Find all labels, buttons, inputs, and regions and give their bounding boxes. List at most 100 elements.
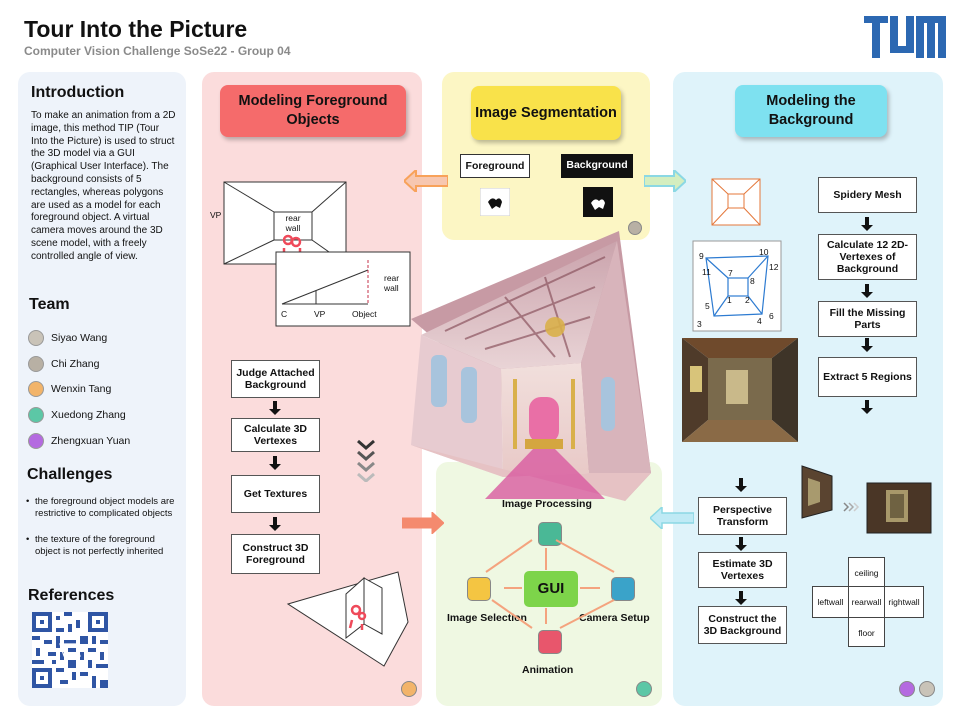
mesh-number: 5 [705, 301, 710, 311]
left-arrow-icon [650, 507, 694, 529]
step-calculate-12-vertexes: Calculate 12 2D-Vertexes of Background [818, 234, 917, 280]
3d-scene-image [411, 231, 651, 501]
chevrons-right-icon [843, 502, 860, 512]
qr-code[interactable] [32, 612, 108, 688]
step-get-textures: Get Textures [231, 475, 320, 513]
down-arrow [861, 400, 873, 414]
left-arrow-icon [404, 170, 448, 192]
step-perspective-transform: Perspective Transform [698, 497, 787, 535]
mesh-number: 1 [727, 295, 732, 305]
challenges-title: Challenges [27, 466, 113, 483]
image-selection-icon[interactable] [467, 577, 491, 601]
down-arrow [735, 537, 747, 551]
axis-object-label: Object [352, 309, 377, 319]
down-arrow [269, 456, 281, 470]
avatar [636, 681, 652, 697]
page-subtitle: Computer Vision Challenge SoSe22 - Group… [24, 44, 291, 58]
sidebar-panel [18, 72, 186, 706]
background-header: Modeling the Background [735, 85, 887, 137]
gui-connector-arrows [485, 539, 615, 629]
chevrons-down-icon [357, 439, 375, 482]
avatar [28, 407, 44, 423]
member-name: Wenxin Tang [51, 383, 112, 395]
image-selection-label: Image Selection [447, 612, 527, 624]
avatar [28, 433, 44, 449]
foreground-header: Modeling Foreground Objects [220, 85, 406, 137]
mesh-number: 6 [769, 311, 774, 321]
team-member: Wenxin Tang [28, 380, 111, 398]
tum-logo [864, 16, 946, 58]
mesh-number: 10 [759, 247, 769, 257]
team-member: Zhengxuan Yuan [28, 432, 130, 450]
face-rearwall: rearwall [848, 586, 885, 618]
diagram-rear-wall-side-label: rear wall [384, 273, 400, 293]
foreground-geometry-diagram [223, 181, 411, 327]
background-label: Background [561, 154, 633, 178]
foreground-3d-model [286, 571, 409, 667]
mesh-number: 3 [697, 319, 702, 329]
face-floor: floor [848, 617, 885, 647]
avatar [28, 330, 44, 346]
page-title: Tour Into the Picture [24, 16, 248, 42]
mesh-number: 12 [769, 262, 779, 272]
down-arrow [861, 338, 873, 352]
avatar [919, 681, 935, 697]
animation-icon[interactable] [538, 630, 562, 654]
mesh-vertex-diagram [692, 240, 782, 332]
right-arrow-icon [644, 170, 686, 192]
extracted-regions-image [682, 338, 798, 442]
step-spidery-mesh: Spidery Mesh [818, 177, 917, 213]
avatar [899, 681, 915, 697]
team-member: Xuedong Zhang [28, 406, 126, 424]
camera-setup-icon[interactable] [611, 577, 635, 601]
foreground-mask-thumbnail [480, 188, 510, 216]
mesh-number: 7 [728, 268, 733, 278]
image-processing-label: Image Processing [502, 498, 592, 510]
step-judge-attached-background: Judge Attached Background [231, 360, 320, 398]
down-arrow [735, 478, 747, 492]
down-arrow [269, 401, 281, 415]
challenge-text: the foreground object models are restric… [35, 496, 175, 519]
intro-title: Introduction [31, 84, 125, 101]
mesh-number: 8 [750, 276, 755, 286]
member-name: Chi Zhang [51, 358, 100, 370]
down-arrow [735, 591, 747, 605]
intro-text: To make an animation from a 2D image, th… [31, 110, 176, 262]
step-fill-missing-parts: Fill the Missing Parts [818, 301, 917, 337]
rectified-wall-thumbnail [866, 482, 932, 534]
avatar [401, 681, 417, 697]
step-construct-3d-background: Construct the 3D Background [698, 606, 787, 644]
foreground-label: Foreground [460, 154, 530, 178]
step-estimate-3d-vertexes: Estimate 3D Vertexes [698, 552, 787, 588]
axis-c-label: C [281, 309, 288, 319]
diagram-vp-label: VP [210, 210, 222, 220]
member-name: Siyao Wang [51, 332, 108, 344]
axis-vp-label: VP [314, 309, 326, 319]
challenge-item: •the texture of the foreground object is… [26, 534, 164, 557]
team-title: Team [29, 296, 70, 313]
step-extract-5-regions: Extract 5 Regions [818, 357, 917, 397]
team-member: Siyao Wang [28, 329, 107, 347]
face-ceiling: ceiling [848, 557, 885, 587]
challenge-text: the texture of the foreground object is … [35, 534, 164, 557]
down-arrow [861, 217, 873, 231]
down-arrow [269, 517, 281, 531]
gui-center-node[interactable]: GUI [524, 571, 578, 607]
down-arrow [861, 284, 873, 298]
team-member: Chi Zhang [28, 355, 99, 373]
spidery-mesh-thumbnail [711, 178, 761, 226]
mesh-number: 2 [745, 295, 750, 305]
step-calculate-3d-vertexes: Calculate 3D Vertexes [231, 418, 320, 452]
animation-label: Animation [522, 664, 574, 676]
right-arrow-icon [402, 512, 444, 534]
segmentation-header: Image Segmentation [471, 86, 621, 140]
member-name: Zhengxuan Yuan [51, 435, 131, 447]
mesh-number: 4 [757, 316, 762, 326]
camera-setup-label: Camera Setup [579, 612, 650, 624]
background-mask-thumbnail [583, 187, 613, 217]
face-leftwall: leftwall [812, 586, 849, 618]
face-rightwall: rightwall [884, 586, 924, 618]
avatar [28, 381, 44, 397]
mesh-number: 9 [699, 251, 704, 261]
mesh-number: 11 [702, 267, 711, 277]
